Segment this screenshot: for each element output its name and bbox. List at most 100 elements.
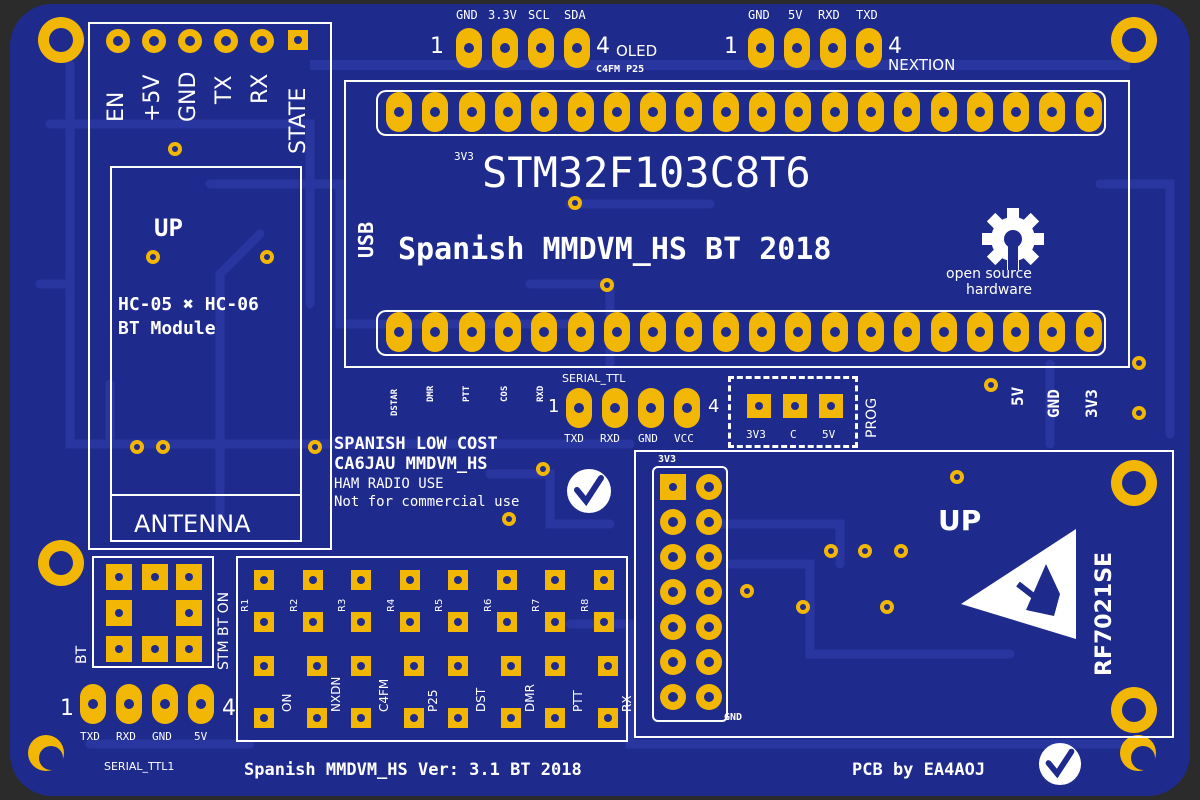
via: [568, 196, 582, 210]
mcu-pin-pad: [1039, 92, 1066, 132]
bt-pin-pad: [178, 29, 202, 53]
radio-pin-pad: [660, 474, 686, 500]
notice-line1: SPANISH LOW COST: [334, 434, 498, 454]
radio-pin-pad: [696, 579, 722, 605]
resistor-label: R7: [531, 598, 542, 612]
mcu-pin-pad: [494, 312, 521, 352]
serial-ttl1-last-pin: 4: [222, 696, 236, 721]
nextion-pin-label: 5V: [788, 8, 803, 22]
bt-pin-pad: [214, 29, 238, 53]
radio-pin-pad: [696, 684, 722, 710]
serial-ttl-pin-pad: [674, 388, 700, 428]
bt-switch-pad: [176, 600, 202, 626]
serial-ttl1-first-pin: 1: [60, 696, 74, 721]
prog-label: PROG: [864, 397, 880, 438]
notice-line3: HAM RADIO USE: [334, 476, 444, 492]
notice-line4: Not for commercial use: [334, 494, 520, 510]
bt-switch-pad: [142, 564, 168, 590]
antenna-label: ANTENNA: [134, 510, 251, 538]
mcu-bottom-label: RXD: [536, 385, 546, 402]
radio-gnd-label: GND: [724, 712, 743, 723]
bt-antenna-divider: [110, 494, 302, 496]
serial-ttl1-pin-pad: [152, 684, 178, 724]
mcu-pin-pad: [458, 312, 485, 352]
bt-switch-pad: [106, 564, 132, 590]
bt-module-outline: [88, 22, 332, 550]
via: [1132, 356, 1146, 370]
led-label: NXDN: [328, 676, 343, 712]
led-pad: [448, 656, 468, 676]
serial-ttl1-pin-pad: [188, 684, 214, 724]
bt-pin-label: RX: [248, 73, 273, 104]
led-label: PTT: [571, 690, 585, 712]
bt-module-inner: [110, 166, 302, 542]
radio-pin-pad: [696, 509, 722, 535]
led-pad: [351, 708, 371, 728]
resistor-pad: [448, 612, 468, 632]
serial-ttl-last-pin: 4: [708, 396, 720, 417]
led-pad: [254, 708, 274, 728]
nextion-first-pin: 1: [724, 34, 738, 59]
mcu-pin-pad: [567, 92, 594, 132]
mcu-pin-pad: [1075, 92, 1102, 132]
top-trace-band: [310, 60, 1130, 70]
led-label: RX: [619, 695, 634, 712]
usb-label: USB: [354, 221, 378, 258]
via: [1132, 406, 1146, 420]
oled-pin-pad: [528, 28, 554, 68]
mcu-pin-pad: [531, 312, 558, 352]
oled-pin-label: SCL: [528, 8, 550, 22]
via: [502, 512, 516, 526]
mcu-pin-pad: [712, 92, 739, 132]
radio-pin-pad: [660, 614, 686, 640]
serial-ttl-pin-label: VCC: [674, 432, 694, 445]
radio-up-label: UP: [938, 504, 982, 537]
mcu-pin-pad: [749, 92, 775, 132]
bt-switch-pad: [176, 564, 202, 590]
radio-pin-pad: [696, 544, 722, 570]
prog-pin-pad: [783, 394, 807, 418]
mcu-power-label: 3V3: [454, 150, 474, 163]
resistor-pad: [302, 570, 323, 590]
serial-ttl-pin-label: TXD: [564, 432, 584, 445]
power-label-gnd: GND: [1044, 389, 1063, 418]
bt-pin-label: EN: [104, 91, 129, 122]
mcu-pin-pad: [640, 312, 667, 352]
radio-pin-pad: [696, 614, 722, 640]
led-pad: [500, 708, 521, 728]
led-label: DMR: [522, 684, 537, 712]
oshw-line2: hardware: [966, 282, 1032, 298]
mcu-pin-pad: [785, 92, 812, 132]
prog-outline: [728, 376, 858, 448]
via: [740, 584, 754, 598]
mcu-pin-pad: [966, 92, 993, 132]
mcu-outline: [344, 80, 1130, 368]
resistor-label: R2: [288, 598, 300, 612]
resistor-label: R4: [385, 598, 397, 612]
serial-ttl1-pin-label: 5V: [194, 730, 208, 743]
via: [950, 470, 964, 484]
stm-bt-on-label: STM BT ON: [216, 591, 232, 670]
resistor-pad: [399, 570, 420, 590]
bt-pin-label: +5V: [140, 74, 165, 122]
led-pad: [500, 656, 521, 676]
nextion-pin-pad: [784, 28, 810, 68]
checkmark-logo-icon: [567, 469, 611, 513]
radio-pin-pad: [696, 649, 722, 675]
mcu-pin-pad: [966, 312, 993, 352]
mcu-pin-pad: [422, 92, 449, 132]
mcu-pin-pad: [930, 92, 957, 132]
nextion-pin-pad: [748, 28, 774, 68]
resistor-label: R5: [434, 598, 445, 612]
mcu-bottom-label: COS: [500, 385, 510, 402]
mcu-pin-pad: [494, 92, 521, 132]
footer-credit: PCB by EA4AOJ: [852, 760, 986, 780]
resistor-pad: [351, 612, 371, 632]
nextion-pin-label: TXD: [856, 8, 878, 22]
mcu-pin-pad: [785, 312, 812, 352]
mounting-hole-icon: [38, 17, 84, 63]
nextion-label: NEXTION: [888, 56, 956, 74]
mcu-pin-pad: [894, 92, 921, 132]
via: [880, 600, 894, 614]
mcu-pin-pad: [386, 312, 412, 352]
